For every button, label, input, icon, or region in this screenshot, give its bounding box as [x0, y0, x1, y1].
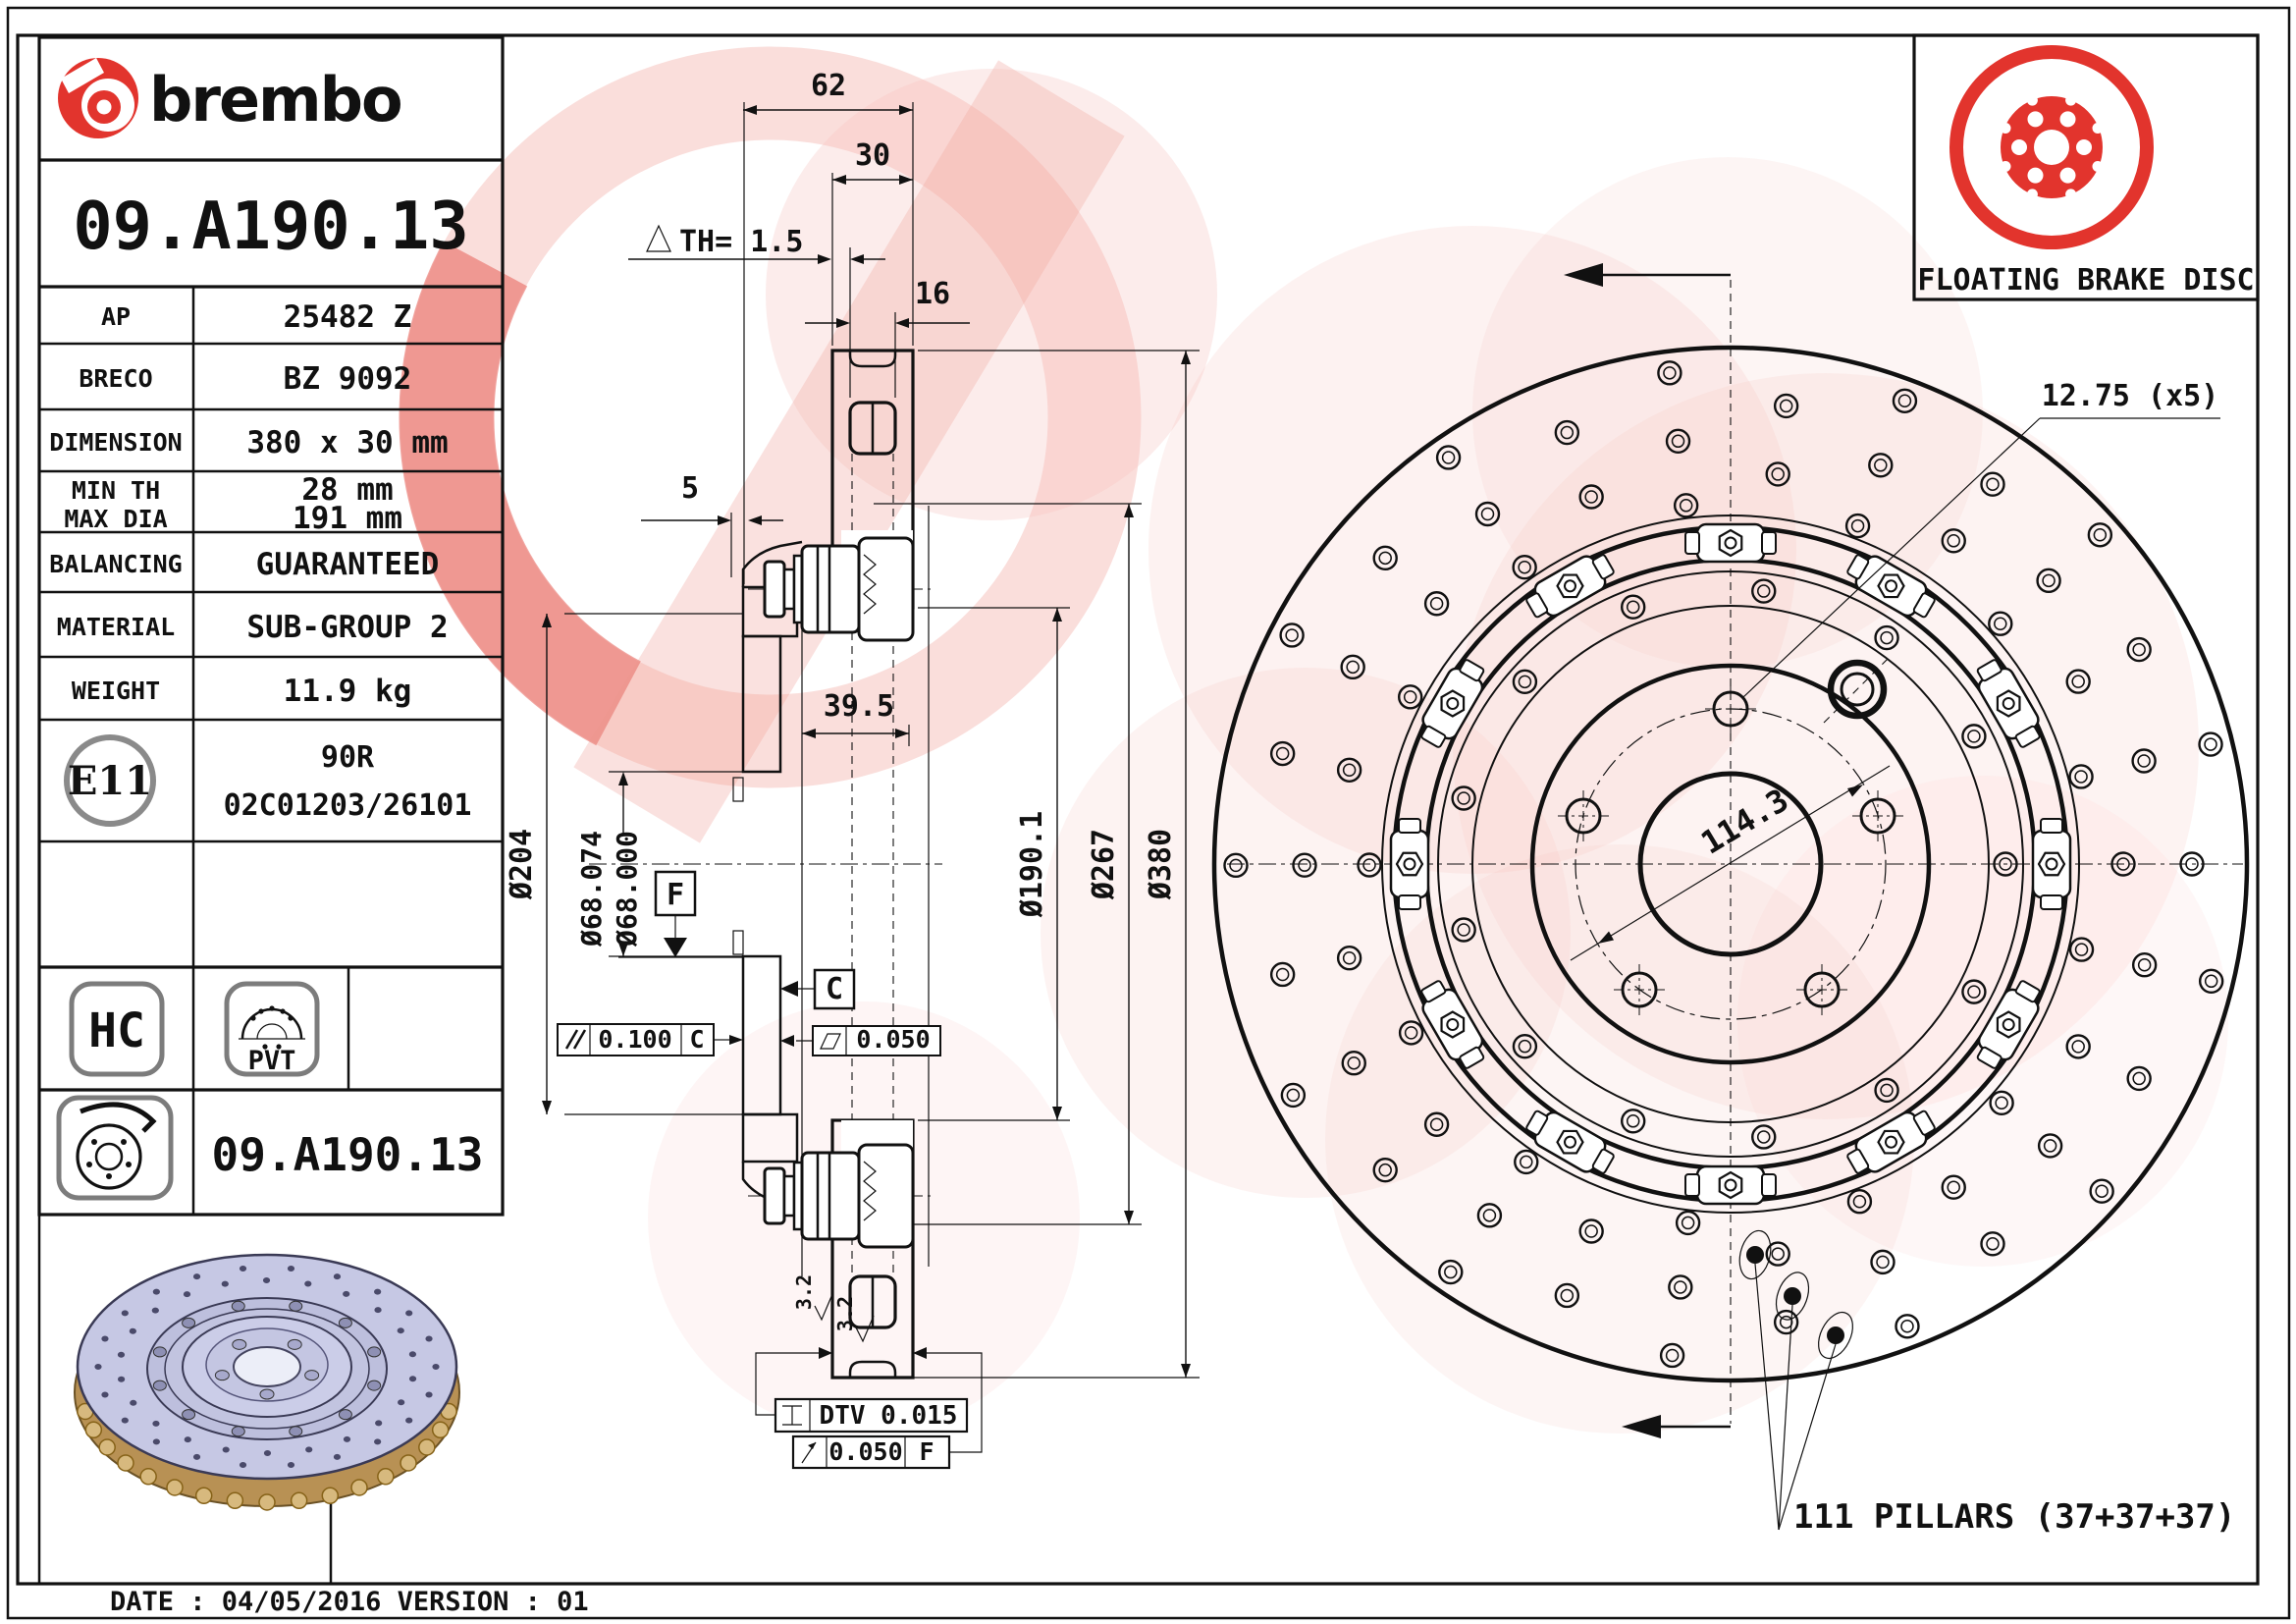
- label-bolt-holes: 12.75 (x5): [1742, 379, 2220, 698]
- row-value-breco: BZ 9092: [284, 361, 412, 397]
- title-block: FLOATING BRAKE DISC: [1912, 33, 2260, 301]
- svg-text:39.5: 39.5: [824, 689, 894, 724]
- product-type-label: FLOATING BRAKE DISC: [1917, 263, 2254, 298]
- brake-disc-icon: [56, 1095, 174, 1201]
- svg-text:111 PILLARS (37+37+37): 111 PILLARS (37+37+37): [1793, 1497, 2235, 1537]
- approval-number: 02C01203/26101: [224, 788, 472, 823]
- floating-disc-logo-icon: [1949, 45, 2154, 249]
- svg-text:0.100: 0.100: [598, 1025, 671, 1054]
- datum-f: F: [654, 870, 697, 957]
- dim-68: Ø68.074 Ø68.000: [575, 772, 643, 956]
- svg-text:5: 5: [681, 471, 699, 506]
- roughness-mark-2: 3.2: [833, 1296, 875, 1343]
- brembo-logo-icon: [58, 58, 138, 138]
- svg-text:Ø267: Ø267: [1087, 829, 1121, 900]
- hc-icon-label: HC: [88, 1003, 145, 1058]
- row-value-weight: 11.9 kg: [284, 674, 412, 709]
- svg-text:Ø68.074: Ø68.074: [575, 831, 608, 947]
- row-value-max-dia: 191 mm: [293, 501, 402, 536]
- pvt-icon-label: PVT: [248, 1046, 296, 1076]
- svg-text:C: C: [689, 1025, 704, 1054]
- row-label-balancing: BALANCING: [49, 550, 182, 578]
- row-label-breco: BRECO: [79, 364, 152, 393]
- highlighted-hole: [1823, 655, 1892, 724]
- spec-table: brembo 09.A190.13 AP 25482 Z BRECO BZ 90…: [37, 35, 505, 1217]
- dim-267: Ø267: [1087, 504, 1134, 1224]
- svg-text:0.050: 0.050: [856, 1025, 930, 1054]
- svg-text:Ø68.000: Ø68.000: [611, 831, 643, 947]
- flatness-frame: 0.050: [780, 1025, 941, 1056]
- bolt-hole-centermarks: [1558, 683, 1903, 1015]
- roughness-mark-1: 3.2: [792, 1274, 833, 1322]
- dim-190-1: Ø190.1: [1015, 608, 1062, 1120]
- svg-text:0.050: 0.050: [828, 1437, 902, 1466]
- part-number: 09.A190.13: [73, 188, 468, 264]
- cross-drilled-holes: [1223, 360, 2224, 1369]
- section-bolt-top: [763, 536, 915, 642]
- svg-text:30: 30: [855, 138, 890, 173]
- row-value-min-th: 28 mm: [301, 472, 393, 508]
- svg-text:3.2: 3.2: [792, 1274, 816, 1310]
- svg-text:TH= 1.5: TH= 1.5: [679, 225, 803, 259]
- dtv-frame: DTV 0.015: [755, 1347, 969, 1434]
- row-label-max-dia: MAX DIA: [64, 505, 167, 533]
- dim-5: 5: [641, 471, 783, 577]
- row-label-dimension: DIMENSION: [49, 428, 182, 457]
- svg-text:3.2: 3.2: [833, 1296, 857, 1331]
- pvt-icon: PVT: [224, 981, 320, 1077]
- datum-c: C: [780, 968, 856, 1010]
- section-view: 62 30 TH= 1.5 16 5 39.5 Ø204 Ø68.07: [505, 69, 1200, 1470]
- approval-code: 90R: [321, 740, 375, 775]
- svg-text:Ø204: Ø204: [505, 829, 539, 900]
- dim-204: Ø204: [505, 614, 552, 1114]
- row-label-ap: AP: [101, 302, 131, 331]
- photo-bobbins: [152, 1300, 382, 1437]
- outer-page-border: [6, 6, 2291, 1620]
- bobbin-fasteners: [1389, 522, 2072, 1206]
- product-photo: [66, 1239, 468, 1511]
- svg-text:16: 16: [915, 277, 950, 311]
- svg-text:F: F: [667, 878, 684, 912]
- svg-text:62: 62: [811, 69, 846, 103]
- dim-380: Ø380: [1144, 351, 1191, 1378]
- svg-text:F: F: [919, 1437, 934, 1466]
- svg-text:Ø380: Ø380: [1144, 829, 1178, 900]
- dim-th: TH= 1.5: [628, 224, 885, 264]
- row-value-material: SUB-GROUP 2: [246, 610, 448, 645]
- parallelism-frame: 0.100 C: [557, 1023, 743, 1056]
- photo-drill-holes: [94, 1266, 440, 1468]
- svg-text:DTV 0.015: DTV 0.015: [820, 1401, 958, 1431]
- date-version-line: DATE : 04/05/2016 VERSION : 01: [110, 1587, 589, 1617]
- section-arrow-bottom: [1622, 1415, 1731, 1438]
- dim-30: 30: [832, 138, 913, 185]
- e11-badge: E11: [68, 758, 152, 804]
- hc-icon: HC: [69, 981, 165, 1077]
- brembo-watermark: [399, 45, 2228, 1434]
- footer-part-number: 09.A190.13: [212, 1128, 484, 1181]
- front-view: 114.3 12.75 (x5) 111 PILLARS (37+37+37): [1211, 263, 2250, 1537]
- runout-frame: 0.050 F: [791, 1347, 983, 1470]
- svg-text:Ø190.1: Ø190.1: [1015, 811, 1049, 918]
- row-value-ap: 25482 Z: [284, 299, 412, 335]
- row-label-material: MATERIAL: [57, 613, 175, 641]
- dim-16: 16: [805, 277, 970, 328]
- dim-62: 62: [743, 69, 913, 115]
- row-value-balancing: GUARANTEED: [256, 547, 440, 582]
- inner-content-frame: [16, 33, 2260, 1586]
- row-label-weight: WEIGHT: [72, 677, 160, 705]
- label-pillars: 111 PILLARS (37+37+37): [1738, 1229, 2235, 1537]
- e11-badge-circle: [64, 734, 156, 827]
- svg-text:12.75 (x5): 12.75 (x5): [2042, 379, 2219, 413]
- row-label-min-th: MIN TH: [72, 476, 160, 505]
- row-value-dimension: 380 x 30 mm: [246, 425, 448, 460]
- section-arrow-top: [1564, 263, 1731, 287]
- dim-39-5: 39.5: [802, 689, 910, 746]
- brand-wordmark: brembo: [149, 64, 401, 135]
- photo-lug-holes: [214, 1338, 320, 1400]
- svg-text:C: C: [826, 972, 843, 1006]
- section-bolt-bottom: [763, 1143, 915, 1249]
